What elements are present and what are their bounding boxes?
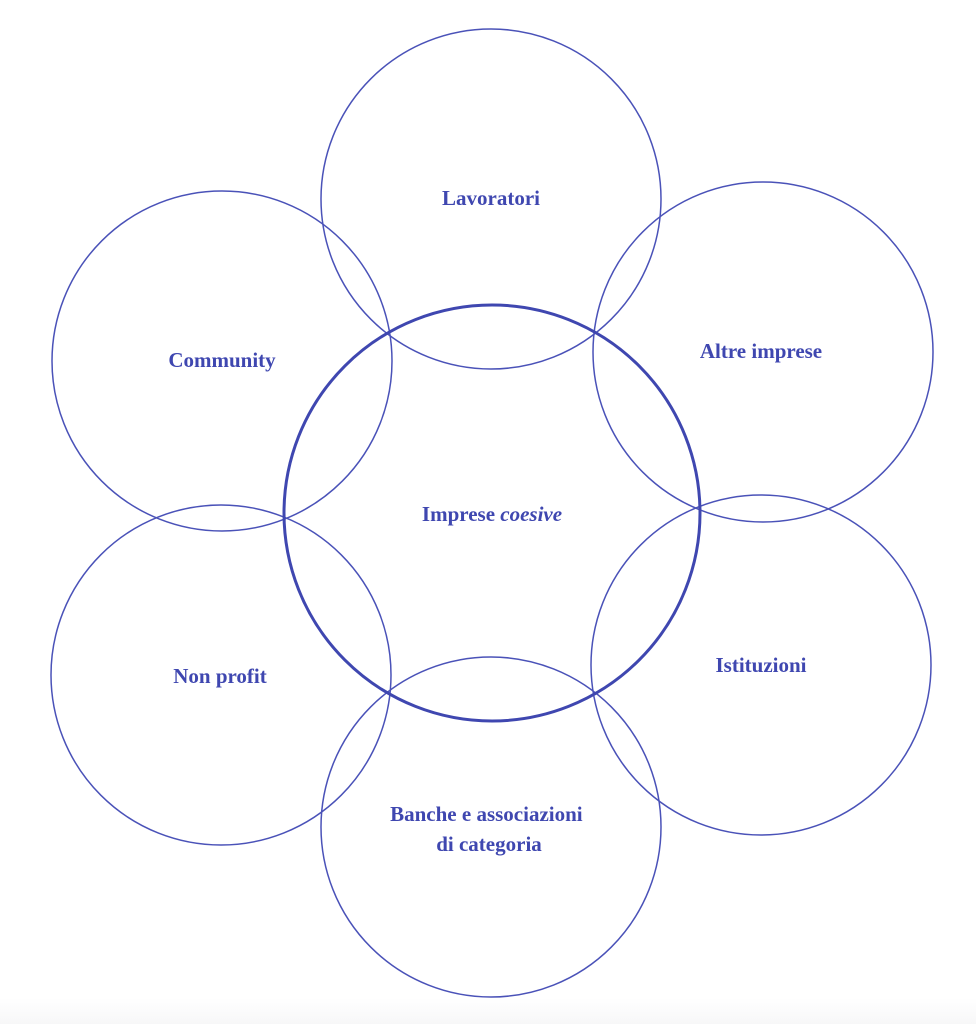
circle-banche <box>320 656 662 998</box>
label-banche: Banche e associazioni di categoria <box>390 802 588 856</box>
circle-community <box>51 190 393 532</box>
label-non-profit: Non profit <box>173 664 267 688</box>
label-community: Community <box>168 348 276 372</box>
label-imprese-coesive: Imprese coesive <box>422 502 562 526</box>
label-coesive-italic: coesive <box>500 502 562 526</box>
circle-altre-imprese <box>592 181 934 523</box>
label-altre-imprese: Altre imprese <box>700 339 822 363</box>
page-bottom-band <box>0 998 976 1024</box>
circle-lavoratori <box>320 28 662 370</box>
label-imprese-plain: Imprese <box>422 502 495 526</box>
label-istituzioni: Istituzioni <box>715 653 806 677</box>
label-lavoratori: Lavoratori <box>442 186 540 210</box>
circle-non-profit <box>50 504 392 846</box>
circle-imprese-coesive <box>282 303 702 723</box>
circle-istituzioni <box>590 494 932 836</box>
